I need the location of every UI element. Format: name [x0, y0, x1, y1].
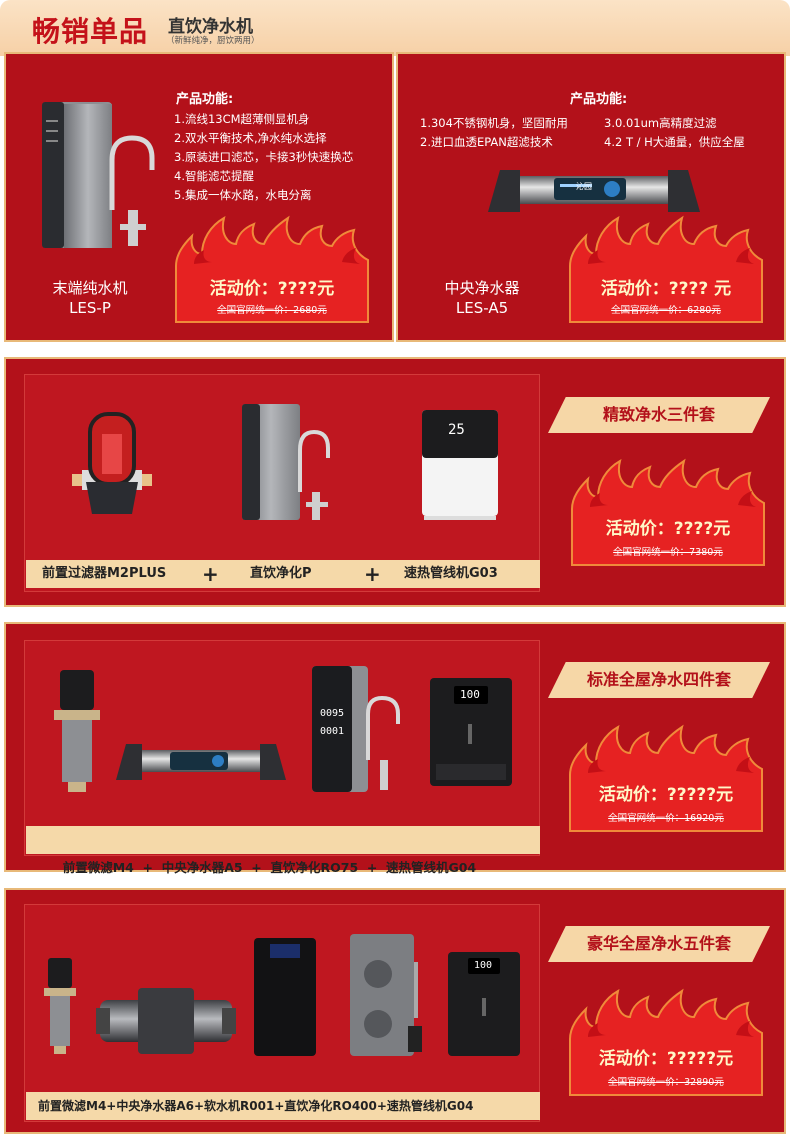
right-feature-3: 3.0.01um高精度过滤	[604, 116, 717, 130]
left-feature-1: 1.流线13CM超薄侧显机身	[174, 112, 310, 126]
heater-g03-display: 25	[448, 422, 465, 438]
set4-combo-bar: 前置微滤M4 + 中央净水器A5 + 直饮净化RO75 + 速热管线机G04	[26, 826, 540, 875]
set3-item-3: 速热管线机G03	[404, 566, 498, 581]
left-feature-2: 2.双水平衡技术,净水纯水选择	[174, 131, 327, 145]
left-original-price: 全国官网统一价：2680元	[217, 305, 327, 316]
right-feature-2: 2.进口血透EPAN超滤技术	[420, 135, 553, 149]
heater-g03-image: 25	[420, 408, 500, 520]
left-product-name-line1: 末端纯水机	[52, 279, 128, 297]
right-product-name-line2: LES-A5	[455, 299, 509, 317]
purifier-ro400-image	[348, 932, 432, 1058]
set5-price: 活动价：?????元	[598, 1049, 734, 1069]
set3-item-1: 前置过滤器M2PLUS	[42, 566, 167, 581]
right-price: 活动价：???? 元	[600, 279, 732, 299]
set5-original-price: 全国官网统一价：32890元	[608, 1077, 724, 1088]
heater-g04-display: 100	[460, 688, 480, 701]
set3-original-price: 全国官网统一价：7380元	[613, 547, 723, 558]
set3-combo-bar: 前置过滤器M2PLUS + 直饮净化P + 速热管线机G03	[26, 560, 540, 588]
purifier-ro75-image: 0095 0001	[310, 664, 414, 794]
ro75-display-2: 0001	[320, 726, 345, 737]
set4-banner: 标准全屋净水四件套	[548, 662, 770, 698]
right-feature-1: 1.304不锈钢机身，坚固耐用	[420, 116, 568, 130]
central-filter-a5-set-image	[114, 738, 288, 786]
purifier-les-p-image	[40, 100, 160, 250]
prefilter-m4-set5-image	[44, 956, 76, 1056]
left-feature-4: 4.智能滤芯提醒	[174, 169, 254, 183]
heater-g04-image: 100	[428, 676, 514, 788]
set3-banner: 精致净水三件套	[548, 397, 770, 433]
left-feature-5: 5.集成一体水路，水电分离	[174, 188, 312, 202]
set4-original-price: 全国官网统一价：16920元	[608, 813, 724, 824]
set3-item-2: 直饮净化P	[250, 566, 312, 581]
left-feature-list: 1.流线13CM超薄侧显机身 2.双水平衡技术,净水纯水选择 3.原装进口滤芯，…	[174, 110, 353, 205]
set5-combo-text: 前置微滤M4+中央净水器A6+软水机R001+直饮净化RO400+速热管线机G0…	[38, 1099, 474, 1113]
set4-price: 活动价：?????元	[598, 785, 734, 805]
right-feature-4: 4.2 T / H大通量，供应全屋	[604, 135, 745, 149]
right-product-name-line1: 中央净水器	[444, 279, 520, 297]
header-title: 畅销单品	[32, 15, 149, 48]
central-filter-a6-image	[94, 982, 238, 1060]
header-bar	[0, 0, 790, 56]
header-note: （新鲜纯净，厨饮两用）	[166, 36, 260, 46]
prefilter-m2plus-image	[72, 410, 152, 520]
left-product-name-line2: LES-P	[69, 299, 111, 317]
right-product-name: 中央净水器 LES-A5	[422, 278, 542, 318]
left-product-name: 末端纯水机 LES-P	[30, 278, 150, 318]
heater-g04-set5-image: 100	[446, 950, 522, 1060]
heater-g04-set5-display: 100	[474, 960, 493, 971]
right-feature-col2: 3.0.01um高精度过滤 4.2 T / H大通量，供应全屋	[604, 114, 745, 152]
left-price: 活动价：????元	[209, 279, 335, 299]
set3-price: 活动价：????元	[605, 519, 731, 539]
set5-combo-bar: 前置微滤M4+中央净水器A6+软水机R001+直饮净化RO400+速热管线机G0…	[26, 1092, 540, 1120]
prefilter-m4-image	[52, 668, 102, 794]
set3-plus-1: +	[202, 562, 219, 586]
softener-r001-image	[252, 936, 318, 1058]
set5-banner: 豪华全屋净水五件套	[548, 926, 770, 962]
central-filter-brand: 沁园	[576, 182, 592, 191]
set4-combo-text: 前置微滤M4 + 中央净水器A5 + 直饮净化RO75 + 速热管线机G04	[62, 860, 477, 875]
set3-plus-2: +	[364, 562, 381, 586]
right-original-price: 全国官网统一价：6280元	[611, 305, 721, 316]
right-feature-title: 产品功能:	[570, 92, 628, 107]
ro75-display: 0095	[320, 708, 345, 719]
left-feature-title: 产品功能:	[176, 92, 234, 107]
header-subtitle: 直饮净水机	[168, 17, 253, 37]
right-feature-col1: 1.304不锈钢机身，坚固耐用 2.进口血透EPAN超滤技术	[420, 114, 568, 152]
central-filter-a5-image: 沁园	[486, 162, 702, 220]
purifier-p-image	[238, 402, 338, 522]
left-feature-3: 3.原装进口滤芯，卡接3秒快速换芯	[174, 150, 354, 164]
